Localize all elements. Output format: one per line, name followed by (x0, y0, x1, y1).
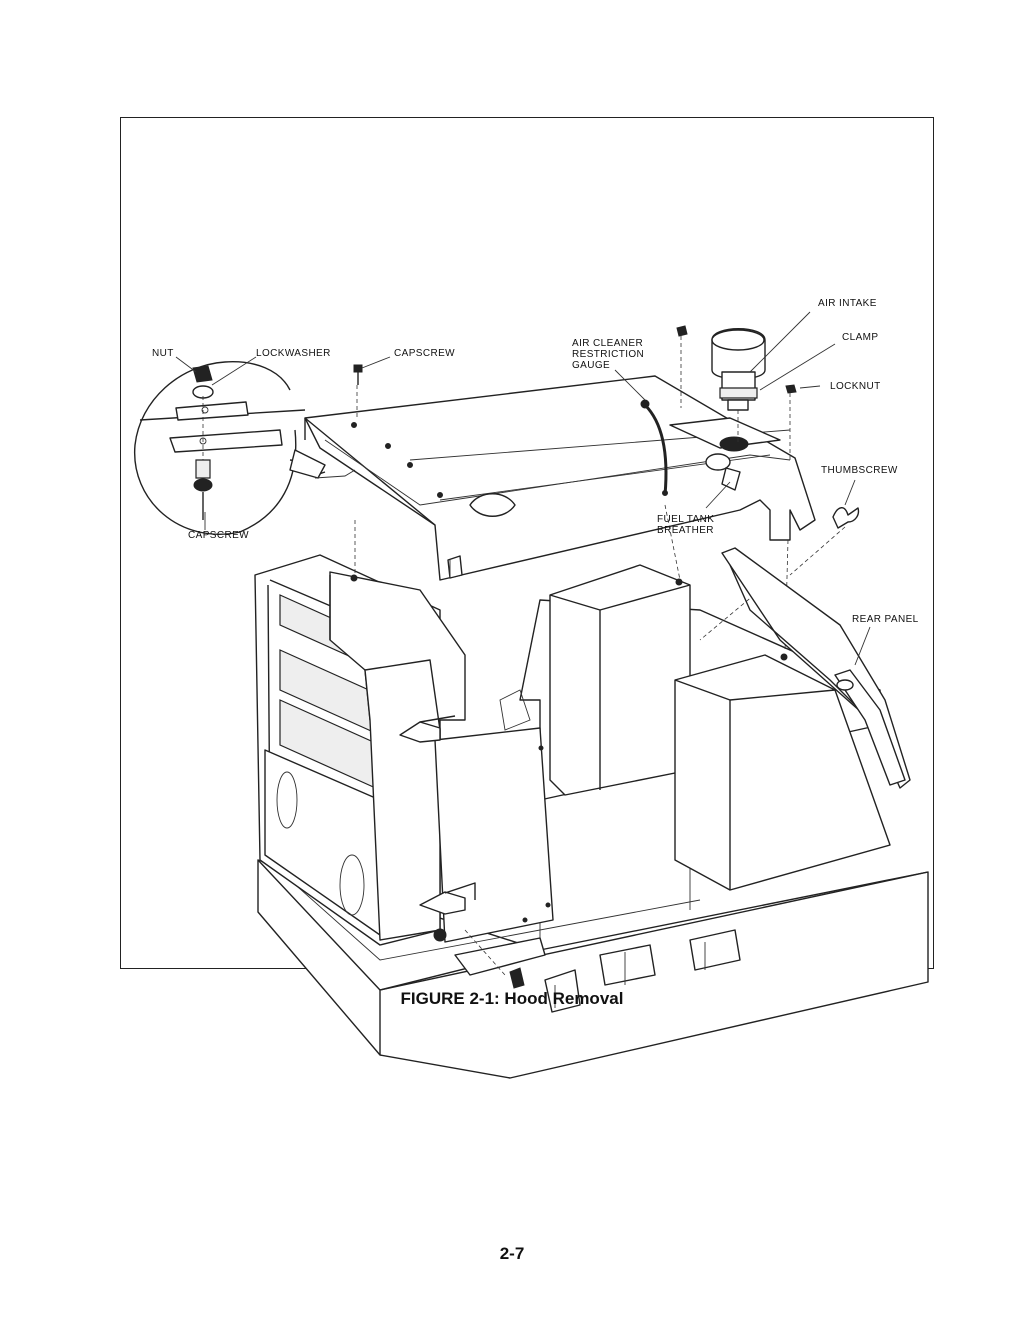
thumbscrew (832, 507, 860, 529)
latch-handle-lower (419, 882, 476, 915)
label-air-cleaner-line3: GAUGE (572, 360, 611, 371)
label-fuel-tank-line1: FUEL TANK (657, 514, 715, 525)
label-thumbscrew: THUMBSCREW (821, 465, 898, 476)
bottom-bracket (433, 928, 546, 989)
label-locknut: LOCKNUT (830, 381, 881, 392)
locknut (785, 384, 797, 460)
leader-lines (175, 311, 871, 666)
label-lockwasher: LOCKWASHER (256, 348, 331, 359)
guide-lines (350, 504, 846, 661)
label-clamp: CLAMP (842, 332, 879, 343)
latch-handle-upper (399, 715, 456, 743)
figure-caption: FIGURE 2-1: Hood Removal (400, 989, 624, 1008)
label-capscrew-top: CAPSCREW (394, 348, 455, 359)
label-fuel-tank-breather: FUEL TANK BREATHER (657, 514, 714, 536)
air-intake (711, 328, 766, 445)
right-engine-block (674, 654, 891, 891)
label-air-cleaner-line2: RESTRICTION (572, 349, 645, 360)
label-air-cleaner-gauge: AIR CLEANER RESTRICTION GAUGE (572, 338, 644, 371)
label-nut: NUT (152, 348, 174, 359)
label-capscrew-detail: CAPSCREW (188, 530, 249, 541)
page-number: 2-7 (499, 1244, 525, 1263)
label-air-cleaner-line1: AIR CLEANER (572, 338, 644, 349)
restriction-gauge (640, 399, 668, 496)
front-access-panel (434, 689, 554, 943)
label-fuel-tank-line2: BREATHER (657, 525, 714, 536)
left-engine-block (549, 564, 691, 796)
detail-inset (134, 361, 356, 535)
fuel-tank-breather (705, 453, 741, 491)
skid-brackets (544, 929, 741, 1013)
rear-panel (721, 547, 911, 789)
top-nut (676, 325, 688, 408)
label-rear-panel: REAR PANEL (852, 614, 919, 625)
label-air-intake: AIR INTAKE (818, 298, 877, 309)
top-capscrew (353, 364, 363, 418)
